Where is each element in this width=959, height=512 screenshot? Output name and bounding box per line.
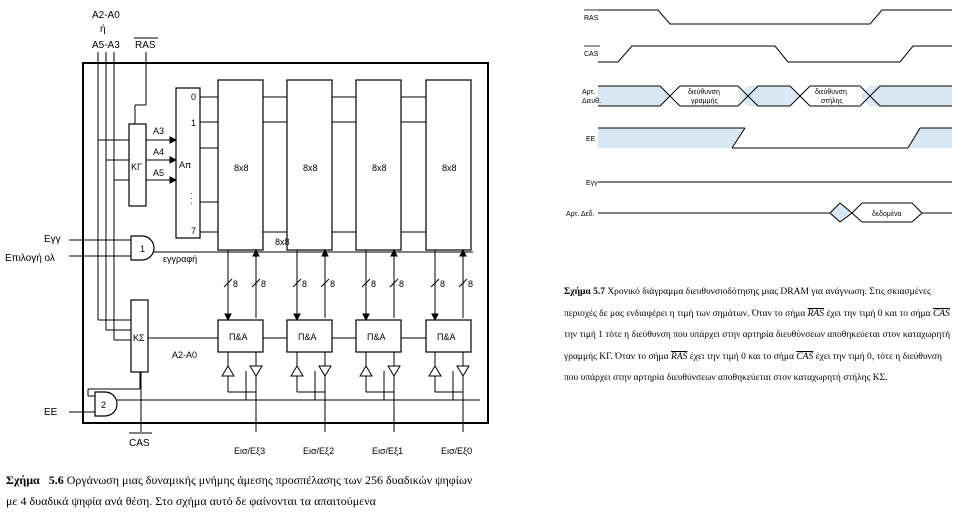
caption-number: 5.6 bbox=[48, 473, 64, 487]
mux-block-1 bbox=[355, 319, 402, 353]
bus-width-2: 8 bbox=[261, 279, 266, 289]
bus-width-5: 8 bbox=[371, 279, 376, 289]
decoder-out-7: 7 bbox=[191, 226, 196, 236]
ras-label: RAS bbox=[135, 40, 156, 51]
figure-5-7-caption: Σχήμα 5.7 Χρονικό διάγραμμα διευθυνσιοδό… bbox=[564, 282, 956, 390]
signal-cas-label: CAS bbox=[584, 51, 599, 58]
ee-waveform bbox=[598, 127, 952, 149]
cell-label-1: 8x8 bbox=[372, 163, 387, 173]
io-label-0: Εισ/Εξ0 bbox=[441, 446, 472, 456]
decoder-out-0: 0 bbox=[191, 92, 196, 102]
mux-label-2: Π&Α bbox=[298, 332, 317, 342]
signal-ee-label: ΕΕ bbox=[586, 136, 596, 143]
caption-part-3: την τιμή 1 τότε η διεύθυνση που υπάρχει … bbox=[564, 330, 951, 362]
signal-addr-label-1: Αρτ. bbox=[582, 89, 595, 96]
ras-signal-ref-2: RAS bbox=[670, 351, 688, 362]
io-buffers bbox=[117, 352, 480, 432]
write-label: εγγραφή bbox=[163, 254, 197, 264]
cas-waveform bbox=[598, 45, 952, 63]
ras-waveform bbox=[598, 9, 952, 25]
memory-block-0 bbox=[425, 79, 472, 251]
io-label-2: Εισ/Εξ2 bbox=[303, 446, 334, 456]
caption-part-4: έχει την τιμή 0 και το σήμα bbox=[689, 351, 794, 362]
caption-part-1: Χρονικό διάγραμμα διευθυνσιοδότησης μιας… bbox=[564, 287, 931, 319]
decoder-out-1: 1 bbox=[191, 118, 196, 128]
decoder-label: Απ bbox=[179, 160, 191, 170]
cell-label-2: 8x8 bbox=[303, 163, 318, 173]
mux-label-3: Π&Α bbox=[229, 332, 248, 342]
a5-label: A5 bbox=[153, 168, 164, 178]
memory-chip-frame bbox=[82, 62, 489, 424]
cas-signal-ref: CAS bbox=[932, 308, 950, 319]
caption-prefix: Σχήμα bbox=[564, 287, 591, 297]
caption-part-2: έχει την τιμή 0 και το σήμα bbox=[826, 308, 931, 319]
signal-data-label: Αρτ. Δεδ. bbox=[566, 211, 595, 218]
gate-2-label: 2 bbox=[101, 400, 106, 410]
bus-width-6: 8 bbox=[399, 279, 404, 289]
mux-label-0: Π&Α bbox=[437, 332, 456, 342]
caption-number: 5.7 bbox=[593, 287, 605, 297]
select-input-label: Επιλογή ολ bbox=[5, 252, 55, 264]
row-address-label-1: διεύθυνση bbox=[688, 88, 720, 96]
bus-width-8: 8 bbox=[468, 279, 473, 289]
a2a0-label: A2-A0 bbox=[172, 350, 197, 360]
decoder-dots: . . . bbox=[189, 192, 199, 205]
data-window-label: δεδομένα bbox=[872, 210, 902, 218]
gate-1-label: 1 bbox=[140, 244, 145, 254]
column-address-label-2: στήλης bbox=[821, 98, 843, 105]
io-label-3: Εισ/Εξ3 bbox=[234, 446, 265, 456]
mux-block-0 bbox=[425, 319, 472, 353]
a4-label: A4 bbox=[153, 147, 164, 157]
mux-block-2 bbox=[286, 319, 333, 353]
addr-label-a2a0: A2-A0 bbox=[92, 10, 120, 21]
address-waveform bbox=[598, 85, 952, 107]
column-address-label-1: διεύθυνση bbox=[815, 88, 847, 96]
mux-block-3 bbox=[217, 319, 264, 353]
figure-5-6-memory-organization bbox=[69, 52, 489, 432]
io-label-1: Εισ/Εξ1 bbox=[372, 446, 403, 456]
figure-5-7-labels: RAS CAS Αρτ. Διευθ. ΕΕ Εγγ Αρτ. Δεδ. διε… bbox=[566, 15, 902, 218]
data-waveform bbox=[598, 202, 952, 223]
row-register-kg bbox=[128, 123, 147, 207]
bus-width-7: 8 bbox=[440, 279, 445, 289]
addr-label-or: ή bbox=[100, 23, 106, 35]
cas-signal-ref-2: CAS bbox=[796, 351, 814, 362]
and-gate-1 bbox=[130, 235, 155, 261]
figure-5-6-caption: Σχήμα 5.6 Οργάνωση μιας δυναμικής μνήμης… bbox=[6, 470, 476, 512]
caption-part-5: έχει την τιμή 0, τότε η διεύθυνση που υπ… bbox=[564, 351, 942, 384]
and-gate-2 bbox=[94, 391, 118, 417]
addr-label-a5a3: A5-A3 bbox=[92, 40, 120, 51]
bus-width-4: 8 bbox=[330, 279, 335, 289]
memory-block-1 bbox=[355, 79, 402, 251]
a3-label: A3 bbox=[153, 126, 164, 136]
caption-text: Οργάνωση μιας δυναμικής μνήμης άμεσης πρ… bbox=[6, 473, 473, 508]
cell-label-0: 8x8 bbox=[442, 163, 457, 173]
signal-addr-label-2: Διευθ. bbox=[582, 98, 601, 105]
mux-label-1: Π&Α bbox=[367, 332, 386, 342]
figure-5-7-timing-diagram bbox=[598, 9, 952, 223]
cas-bottom-label: CAS bbox=[129, 438, 150, 449]
caption-prefix: Σχήμα bbox=[6, 473, 40, 487]
row-decoder bbox=[175, 87, 201, 239]
memory-block-2 bbox=[286, 79, 333, 251]
bus-width-3: 8 bbox=[302, 279, 307, 289]
memory-block-3 bbox=[217, 79, 264, 251]
row-address-label-2: γραμμής bbox=[691, 98, 718, 105]
cell-label-mid: 8x8 bbox=[275, 237, 290, 247]
ras-signal-ref: RAS bbox=[807, 308, 824, 319]
ee-input-label: ΕΕ bbox=[44, 407, 58, 418]
ks-label: ΚΣ bbox=[133, 333, 145, 343]
bus-width-1: 8 bbox=[233, 279, 238, 289]
cell-label-3: 8x8 bbox=[234, 163, 249, 173]
signal-write-label: Εγγ bbox=[586, 180, 598, 187]
figure-5-6-labels: A2-A0 ή A5-A3 RAS ΚΓ A3 A4 A5 Απ 0 1 7 .… bbox=[5, 10, 473, 456]
egg-input-label: Εγγ bbox=[44, 234, 61, 245]
signal-ras-label: RAS bbox=[584, 15, 599, 22]
kg-label: ΚΓ bbox=[131, 162, 142, 172]
